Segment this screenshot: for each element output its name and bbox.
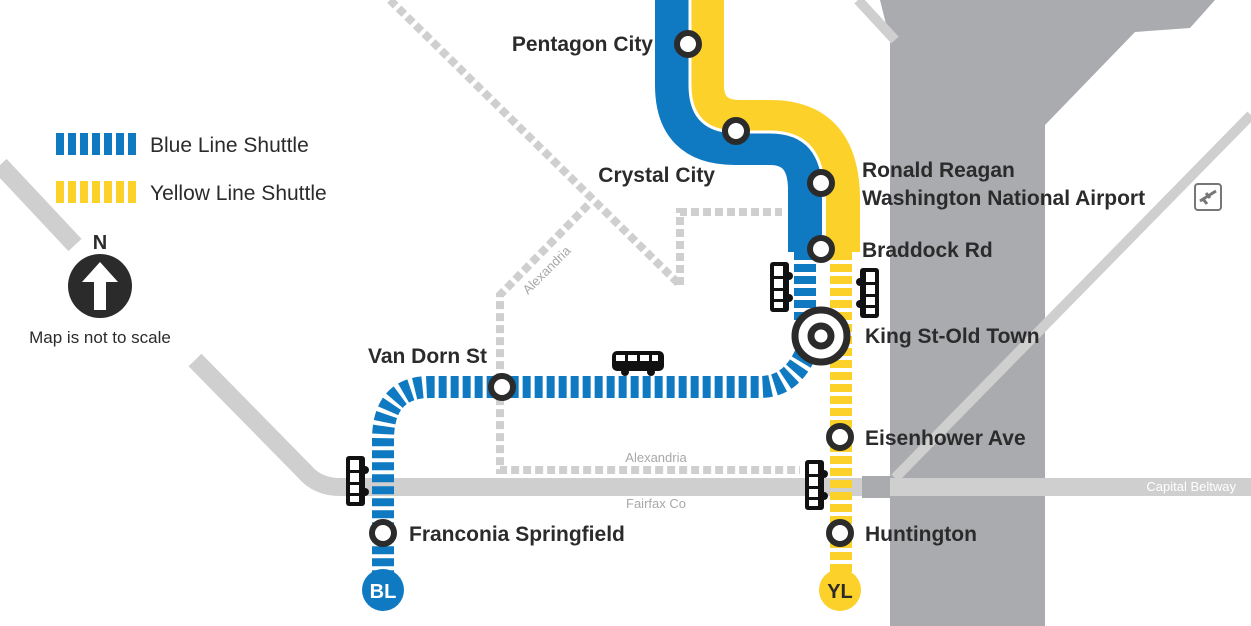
yellow-line-badge [819,569,861,611]
fairfax-label: Fairfax Co [626,496,686,511]
yellow-line [690,0,860,252]
stations [369,30,854,547]
legend-blue-label: Blue Line Shuttle [150,134,309,157]
blue-line-badge-text: BL [370,581,397,603]
bus-icon [770,262,793,312]
bus-icon [856,268,879,318]
north-arrow-icon [68,254,132,318]
label-eisenhower: Eisenhower Ave [865,427,1026,450]
line-separator [688,0,826,252]
station-eisenhower [826,423,854,451]
station-reagan-airport [807,169,835,197]
blue-line-shuttle [372,252,816,585]
station-huntington [826,519,854,547]
river-area [880,0,1215,626]
alexandria-label: Alexandria [625,450,687,465]
scale-note: Map is not to scale [29,328,171,347]
road-right-diagonal [891,111,1251,482]
label-huntington: Huntington [865,523,977,546]
legend-yellow-label: Yellow Line Shuttle [150,182,327,205]
compass-letter: N [93,232,107,254]
label-van-dorn: Van Dorn St [368,345,487,368]
airport-icon [1194,183,1222,211]
station-franconia [369,519,397,547]
beltway-label: Capital Beltway [1146,479,1236,494]
station-van-dorn [488,373,516,401]
station-king-st-inner [807,322,835,350]
bus-icon [805,460,828,510]
capital-beltway-road [0,158,1251,496]
beltway-gap [862,476,890,498]
label-pentagon-city: Pentagon City [512,33,653,56]
label-franconia: Franconia Springfield [409,523,625,546]
label-king-st: King St-Old Town [865,325,1040,348]
blue-line-badge [362,569,404,611]
label-reagan-2: Washington National Airport [862,187,1145,210]
station-braddock-rd [807,235,835,263]
yellow-line-badge-text: YL [827,581,853,603]
parkway-road [854,0,899,44]
station-crystal-city [722,117,750,145]
label-crystal-city: Crystal City [598,164,715,187]
label-reagan-1: Ronald Reagan [862,159,1015,182]
blue-line [655,0,822,252]
bus-icon [346,456,369,506]
bus-icon [612,351,664,376]
label-braddock: Braddock Rd [862,239,993,262]
station-pentagon-city [674,30,702,58]
boundary-lines [387,0,800,474]
